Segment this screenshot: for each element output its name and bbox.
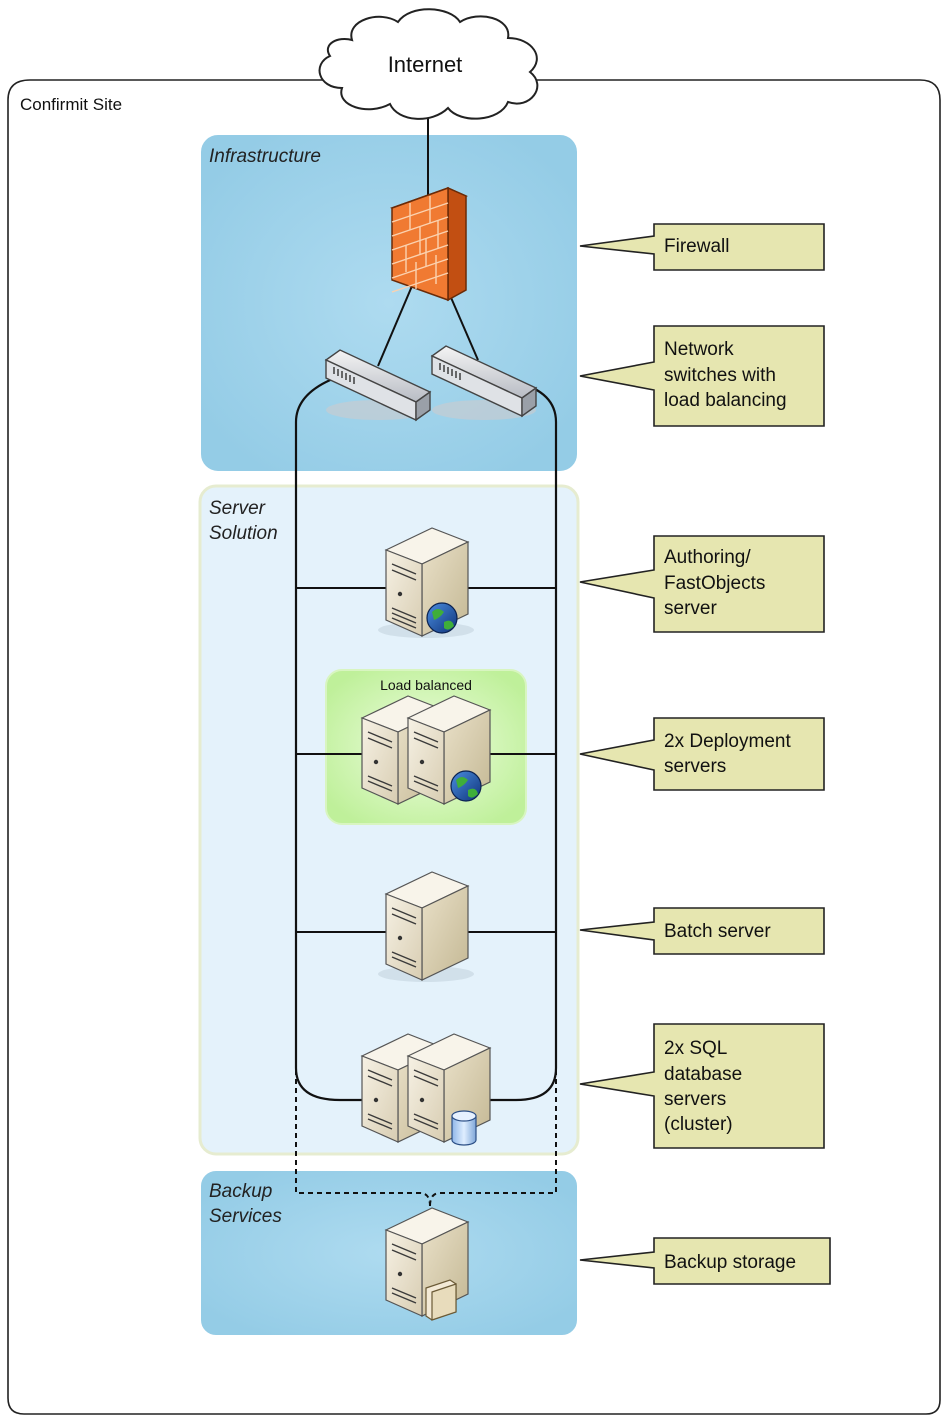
- backup-storage-server-icon: [384, 1207, 470, 1321]
- callout-batch-text: Batch server: [664, 921, 771, 942]
- storage-folder-icon: [425, 1279, 457, 1321]
- internet-label: Internet: [388, 52, 463, 77]
- internet-cloud-icon: [318, 8, 539, 120]
- authoring-server-icon: [378, 527, 474, 638]
- callout-firewall: Firewall: [579, 223, 825, 271]
- firewall-icon: [389, 186, 469, 302]
- zone-backup-services-label-line1: Backup: [209, 1181, 272, 1202]
- zone-server-solution-label-line1: Server: [209, 498, 266, 519]
- callout-deployment-servers: 2x Deployment servers: [579, 717, 825, 791]
- site-boundary: [7, 79, 941, 1415]
- globe-icon: [426, 602, 458, 634]
- sql-server-2-icon: [406, 1033, 492, 1146]
- callout-deployment-line2: servers: [664, 756, 726, 777]
- zone-backup-services-label-line2: Services: [209, 1206, 282, 1227]
- callout-sql-line1: 2x SQL: [664, 1038, 727, 1059]
- callout-backup-text: Backup storage: [664, 1252, 796, 1273]
- load-balanced-label: Load balanced: [380, 677, 472, 693]
- callout-authoring-line3: server: [664, 598, 717, 619]
- deployment-server-2-icon: [406, 695, 492, 805]
- callout-sql-line4: (cluster): [664, 1114, 733, 1135]
- callout-network-switches-line3: load balancing: [664, 390, 787, 411]
- callout-sql-line2: database: [664, 1064, 742, 1085]
- network-loop-right: [488, 380, 558, 1102]
- callout-sql-servers: 2x SQL database servers (cluster): [579, 1023, 825, 1149]
- callout-network-switches-line1: Network: [664, 339, 734, 360]
- callout-firewall-text: Firewall: [664, 236, 729, 257]
- callout-authoring-server: Authoring/ FastObjects server: [579, 535, 825, 633]
- network-loop-left: [294, 374, 372, 1102]
- link-firewall-switch-left: [377, 285, 413, 367]
- zone-server-solution-label-line2: Solution: [209, 523, 278, 544]
- callout-backup-storage: Backup storage: [579, 1237, 831, 1285]
- database-icon: [451, 1110, 477, 1146]
- callout-deployment-line1: 2x Deployment: [664, 731, 791, 752]
- callout-sql-line3: servers: [664, 1089, 726, 1110]
- network-switch-left-icon: [324, 349, 432, 422]
- callout-batch-server: Batch server: [579, 907, 825, 955]
- network-switch-right-icon: [430, 345, 538, 420]
- callout-authoring-line2: FastObjects: [664, 573, 765, 594]
- zone-infrastructure-label: Infrastructure: [209, 146, 321, 167]
- batch-server-icon: [378, 871, 474, 982]
- callout-network-switches-line2: switches with: [664, 365, 776, 386]
- backup-link-dashed: [295, 1070, 557, 1207]
- callout-network-switches: Network switches with load balancing: [579, 325, 825, 427]
- callout-authoring-line1: Authoring/: [664, 547, 751, 568]
- site-label: Confirmit Site: [20, 95, 122, 114]
- zone-infrastructure: [199, 133, 579, 473]
- globe-icon: [450, 770, 482, 802]
